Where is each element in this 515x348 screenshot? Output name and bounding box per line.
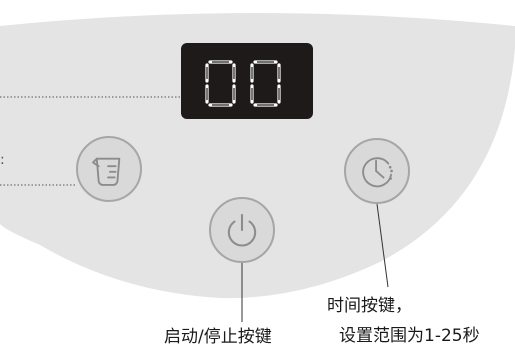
timer-button-label-line2: 设置范围为1-25秒 — [339, 326, 480, 346]
display-digit-1 — [205, 60, 236, 107]
display-digit-2 — [250, 60, 281, 107]
power-button-label: 启动/停止按键 — [164, 327, 272, 347]
timer-button[interactable] — [344, 138, 410, 204]
digital-display — [181, 43, 313, 119]
edge-label-fragment: : — [0, 152, 5, 168]
timer-button-label-line1: 时间按键， — [327, 296, 412, 316]
panel-body — [0, 13, 515, 299]
measure-button[interactable] — [76, 136, 142, 202]
power-button[interactable] — [209, 197, 275, 263]
timer-leader-line — [376, 203, 389, 288]
measuring-cup-icon — [92, 157, 121, 186]
power-icon — [227, 213, 257, 247]
clock-icon — [362, 157, 393, 188]
